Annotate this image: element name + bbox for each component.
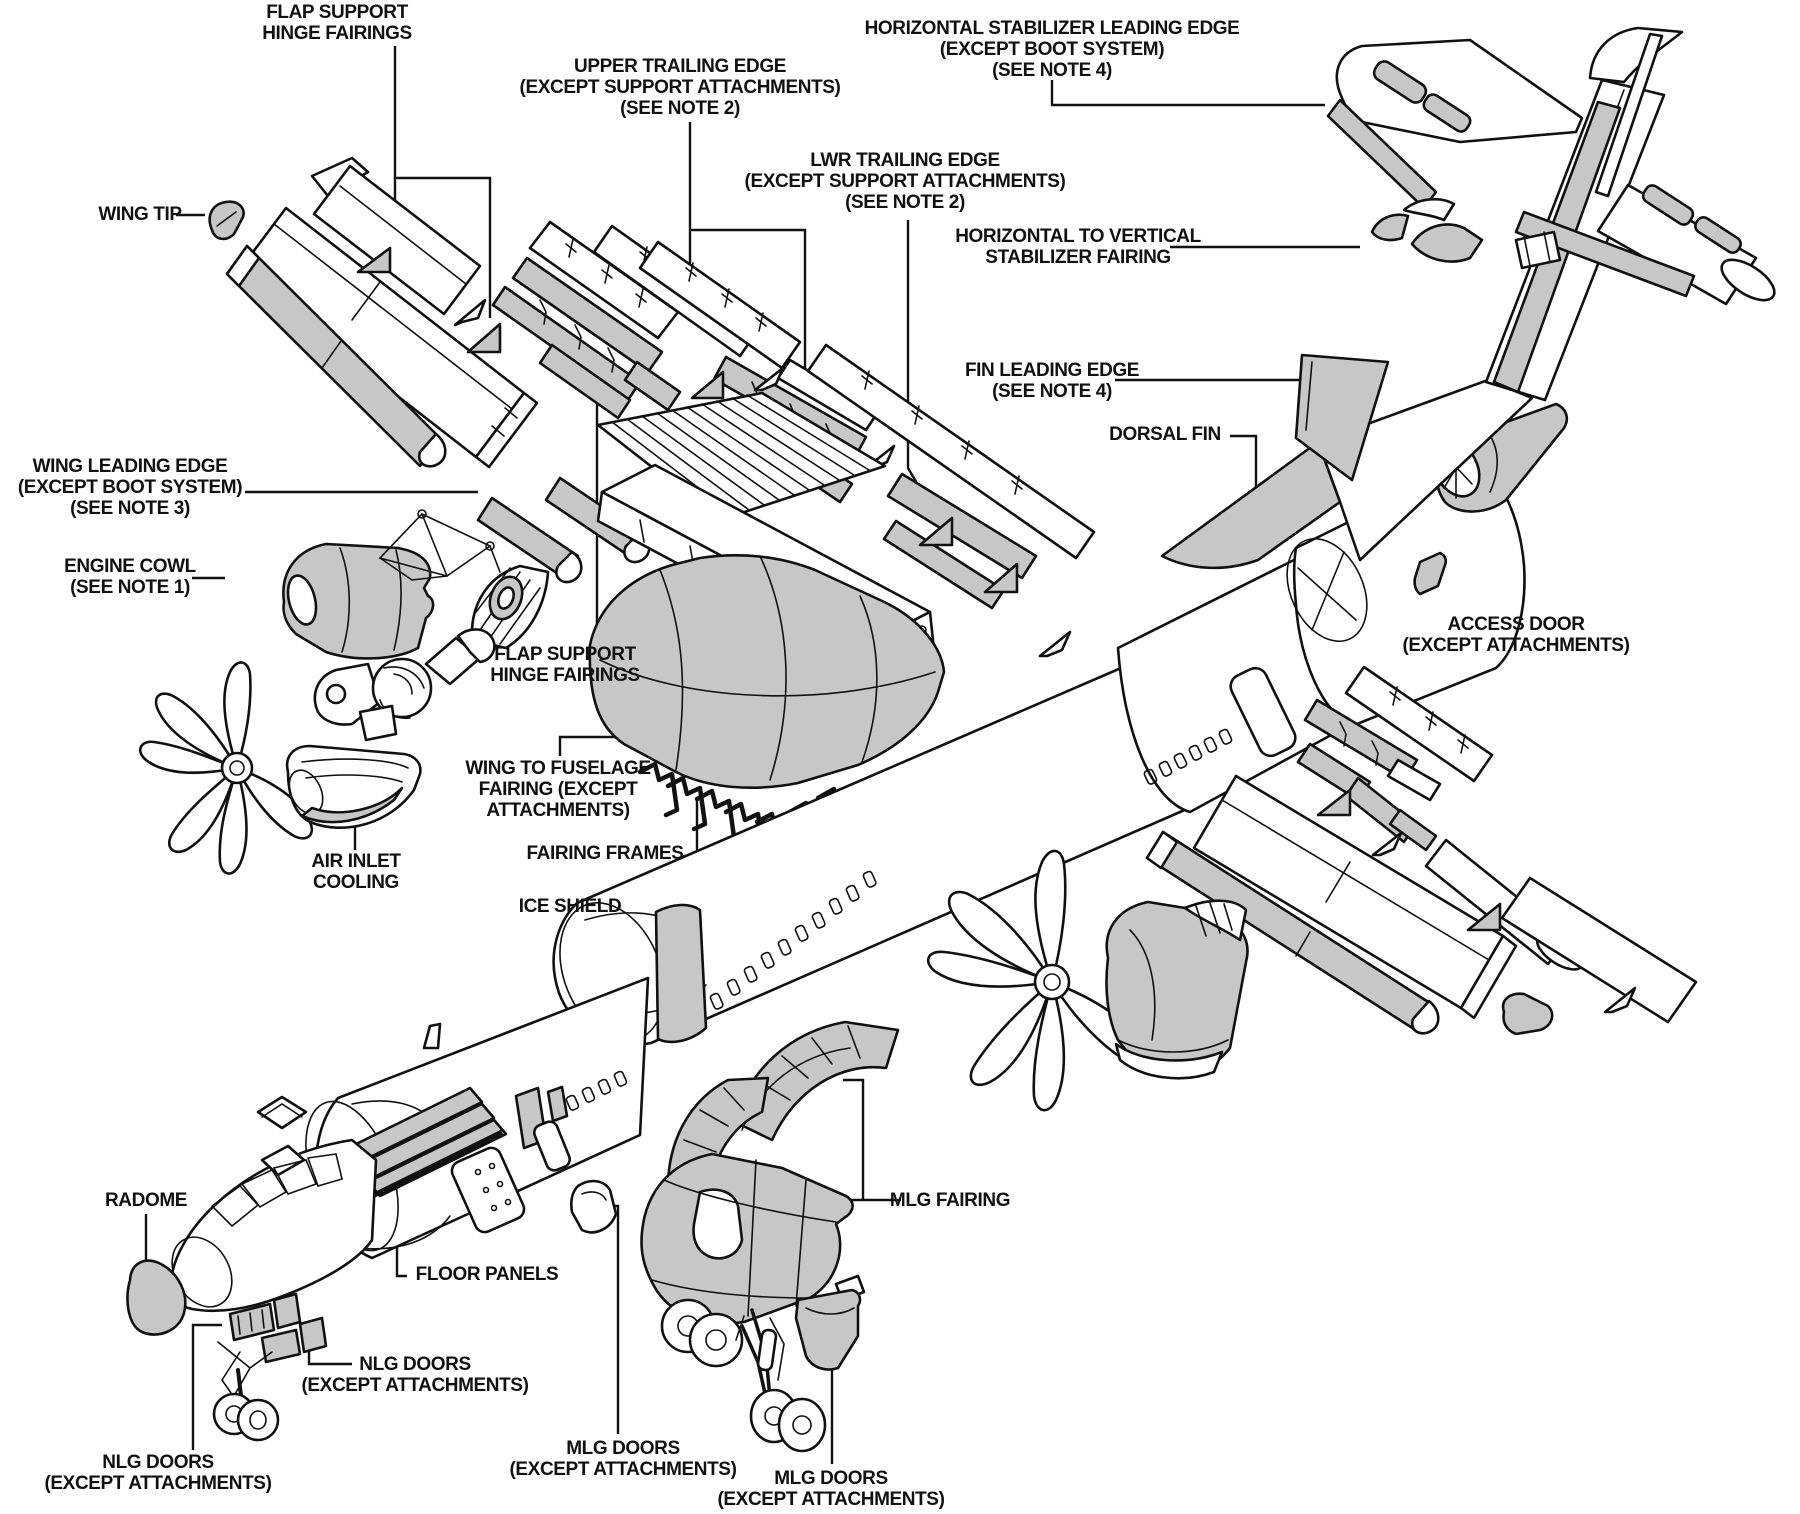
label-nlg-doors-lower: NLG DOORS (EXCEPT ATTACHMENTS) [44,1452,272,1494]
nose-group [126,1138,378,1442]
access-door-part [1413,551,1448,596]
left-propeller [138,661,314,875]
cabin-windows [709,870,877,1010]
left-wing-group [208,156,760,469]
right-propeller [926,849,1149,1112]
wing-tip-part [208,200,245,241]
dorsal-fin-part [1160,440,1342,570]
lower-trailing-edge-group [476,240,1096,658]
mlg-group [569,1020,900,1453]
label-wing-leading-edge: WING LEADING EDGE (EXCEPT BOOT SYSTEM) (… [17,456,243,519]
engine-core [313,628,496,742]
label-fin-leading-edge: FIN LEADING EDGE (SEE NOTE 4) [964,360,1140,402]
label-floor-panels: FLOOR PANELS [415,1264,559,1285]
right-wing-group [1145,665,1698,1036]
right-wing-tip [1501,992,1554,1036]
forward-fuselage-section [256,976,650,1260]
label-wing-to-fuselage-fairing: WING TO FUSELAGE FAIRING (EXCEPT ATTACHM… [465,758,651,821]
engine-mount-truss [378,509,501,581]
label-engine-cowl: ENGINE COWL (SEE NOTE 1) [64,556,196,598]
label-horizontal-stabilizer-leading-edge: HORIZONTAL STABILIZER LEADING EDGE (EXCE… [864,18,1240,81]
label-air-inlet-cooling: AIR INLET COOLING [311,851,401,893]
empennage-group [1160,26,1776,570]
engine-cowl-part [282,542,435,660]
label-flap-support-hinge-fairings-mid: FLAP SUPPORT HINGE FAIRINGS [490,644,640,686]
floor-panels-part [342,1086,508,1205]
nlg-gear [212,1341,280,1442]
mlg-gear [735,1308,827,1453]
windshield [210,1153,343,1228]
radome-part [126,1259,187,1336]
label-access-door: ACCESS DOOR (EXCEPT ATTACHMENTS) [1402,614,1630,656]
left-engine-group [138,509,550,875]
label-mlg-fairing: MLG FAIRING [889,1190,1011,1211]
right-engine-group [926,849,1249,1112]
flap-panel [312,164,482,316]
mlg-door-part [794,1288,862,1371]
ice-shield-part [654,903,708,1044]
nlg-doors-parts [228,1292,328,1364]
label-flap-support-hinge-fairings-top: FLAP SUPPORT HINGE FAIRINGS [262,2,412,44]
label-nlg-doors-upper: NLG DOORS (EXCEPT ATTACHMENTS) [301,1354,529,1396]
label-ice-shield: ICE SHIELD [518,896,622,917]
mlg-fairing-part [640,1152,854,1325]
hatch-texture [611,394,870,516]
label-dorsal-fin: DORSAL FIN [1109,424,1221,445]
label-radome: RADOME [104,1190,188,1211]
label-mlg-doors-center: MLG DOORS (EXCEPT ATTACHMENTS) [509,1438,737,1480]
label-horizontal-to-vertical-stabilizer-fairing: HORIZONTAL TO VERTICAL STABILIZER FAIRIN… [955,226,1201,268]
label-lwr-trailing-edge: LWR TRAILING EDGE (EXCEPT SUPPORT ATTACH… [744,150,1066,213]
label-wing-tip: WING TIP [98,204,182,225]
wing-to-fuselage-fairing [588,554,946,790]
label-fairing-frames: FAIRING FRAMES [526,843,684,864]
label-mlg-doors-right: MLG DOORS (EXCEPT ATTACHMENTS) [717,1468,945,1510]
label-upper-trailing-edge: UPPER TRAILING EDGE (EXCEPT SUPPORT ATTA… [519,56,841,119]
horizontal-to-vertical-fairing-part [1370,213,1410,242]
